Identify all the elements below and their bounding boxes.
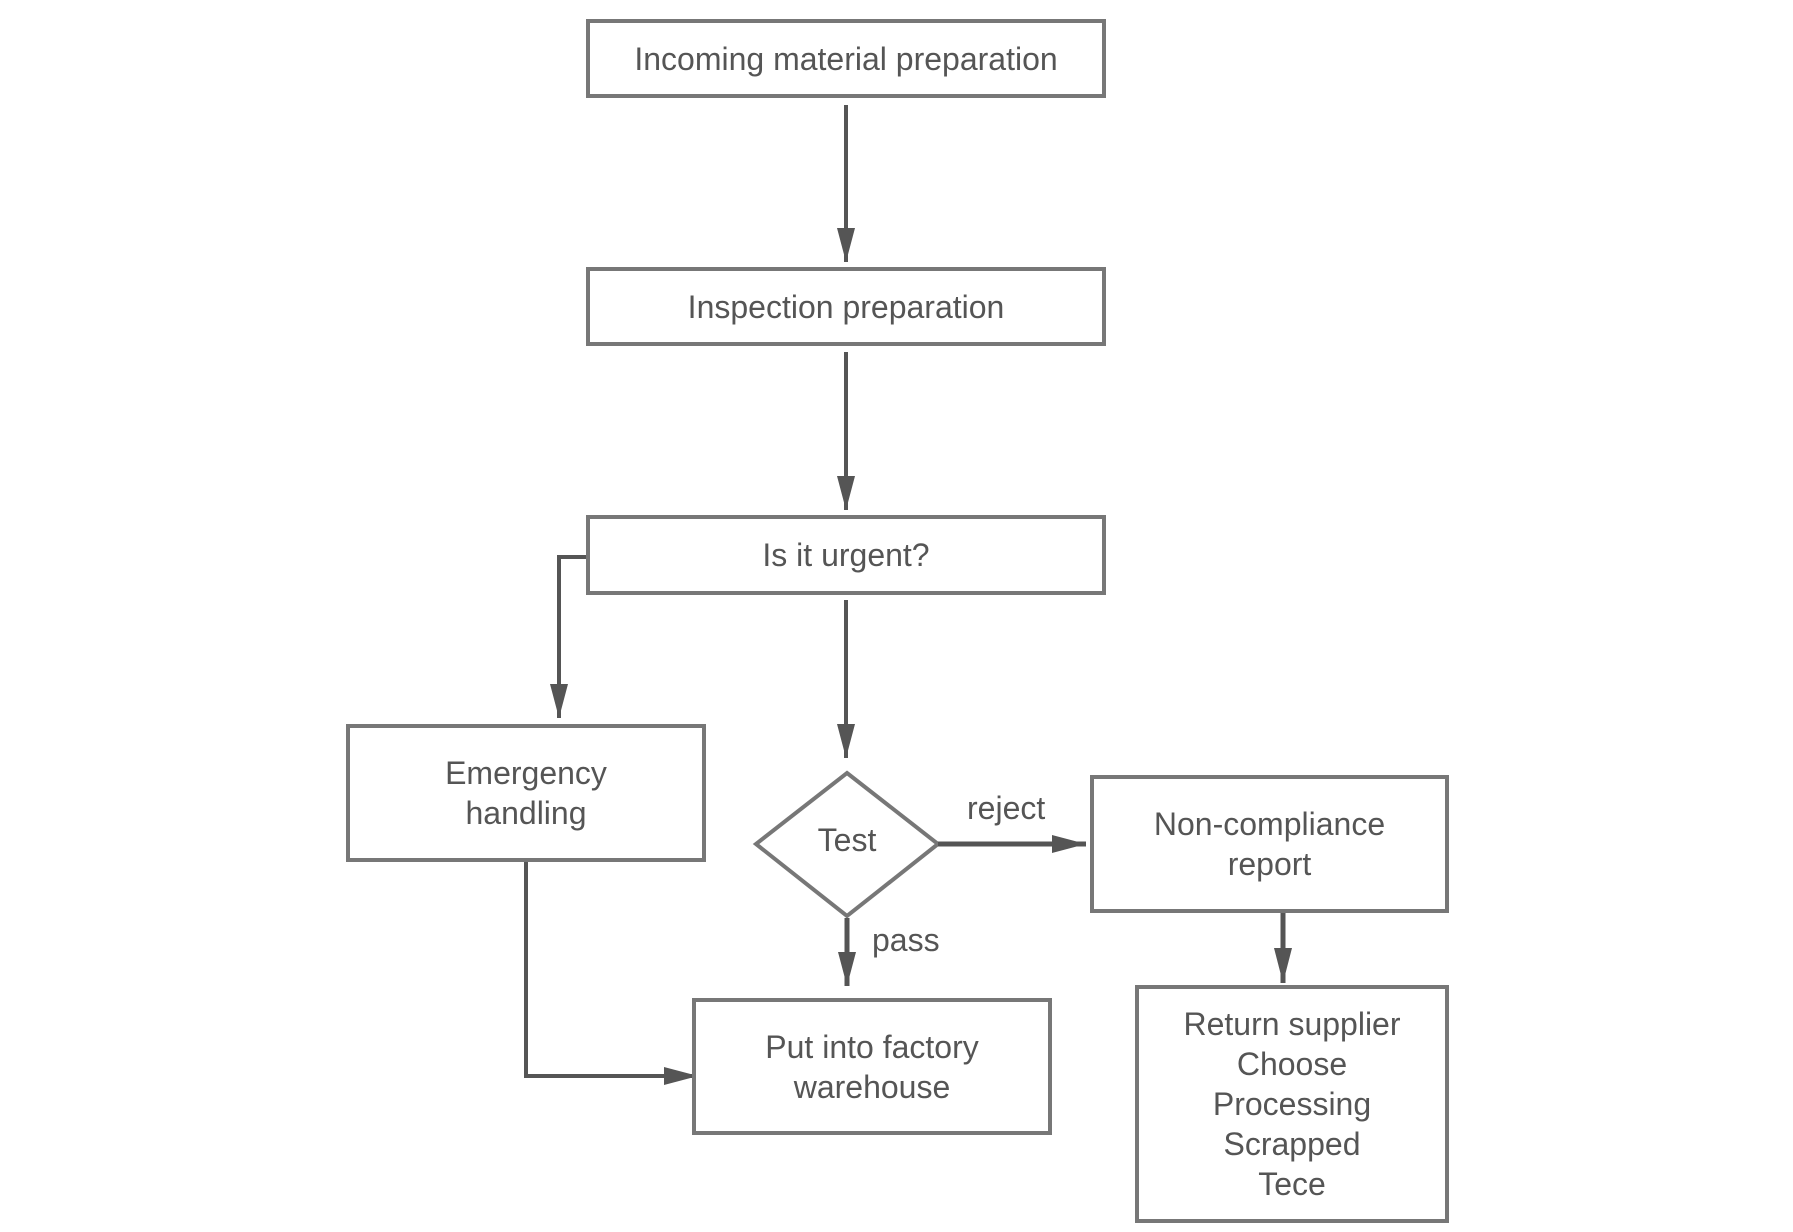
node-put-into-factory-warehouse[interactable]: Put into factory warehouse xyxy=(692,998,1052,1135)
node-label: Put into factory xyxy=(765,1028,979,1065)
node-return-supplier-options[interactable]: Return supplier Choose Processing Scrapp… xyxy=(1135,985,1449,1223)
arrowhead-icon xyxy=(664,1067,698,1085)
arrowhead-icon xyxy=(837,724,855,758)
node-is-it-urgent[interactable]: Is it urgent? xyxy=(586,515,1106,595)
node-inspection-preparation[interactable]: Inspection preparation xyxy=(586,267,1106,346)
node-label: Processing xyxy=(1212,1086,1372,1122)
node-non-compliance-report[interactable]: Non-compliance report xyxy=(1090,775,1449,913)
arrowhead-icon xyxy=(1052,835,1086,853)
arrowhead-icon xyxy=(837,228,855,262)
node-label: warehouse xyxy=(793,1068,951,1105)
node-label: Scrapped xyxy=(1223,1126,1361,1162)
node-label: Incoming material preparation xyxy=(634,40,1058,77)
node-label: Tece xyxy=(1258,1166,1326,1202)
arrowhead-icon xyxy=(838,952,856,986)
node-emergency-handling[interactable]: Emergency handling xyxy=(346,724,706,862)
node-incoming-material-preparation[interactable]: Incoming material preparation xyxy=(586,19,1106,98)
arrowhead-icon xyxy=(1274,948,1292,983)
edge-urgent-to-emergency xyxy=(557,555,586,718)
node-label: Is it urgent? xyxy=(762,537,930,573)
edge-label-reject: reject xyxy=(967,790,1046,826)
node-label: Return supplier xyxy=(1183,1006,1401,1042)
test-label: Test xyxy=(817,822,877,858)
node-label: handling xyxy=(465,795,587,831)
node-label: Choose xyxy=(1236,1046,1348,1082)
node-label: Inspection preparation xyxy=(687,288,1005,325)
test-diamond[interactable] xyxy=(752,770,942,919)
arrowhead-icon xyxy=(550,684,568,718)
edge-emergency-to-warehouse xyxy=(524,861,698,1078)
arrowhead-icon xyxy=(837,476,855,510)
node-label: Non-compliance xyxy=(1153,806,1386,842)
edge-label-pass: pass xyxy=(872,922,940,958)
node-label: Emergency xyxy=(445,755,607,791)
node-label: report xyxy=(1227,846,1312,882)
